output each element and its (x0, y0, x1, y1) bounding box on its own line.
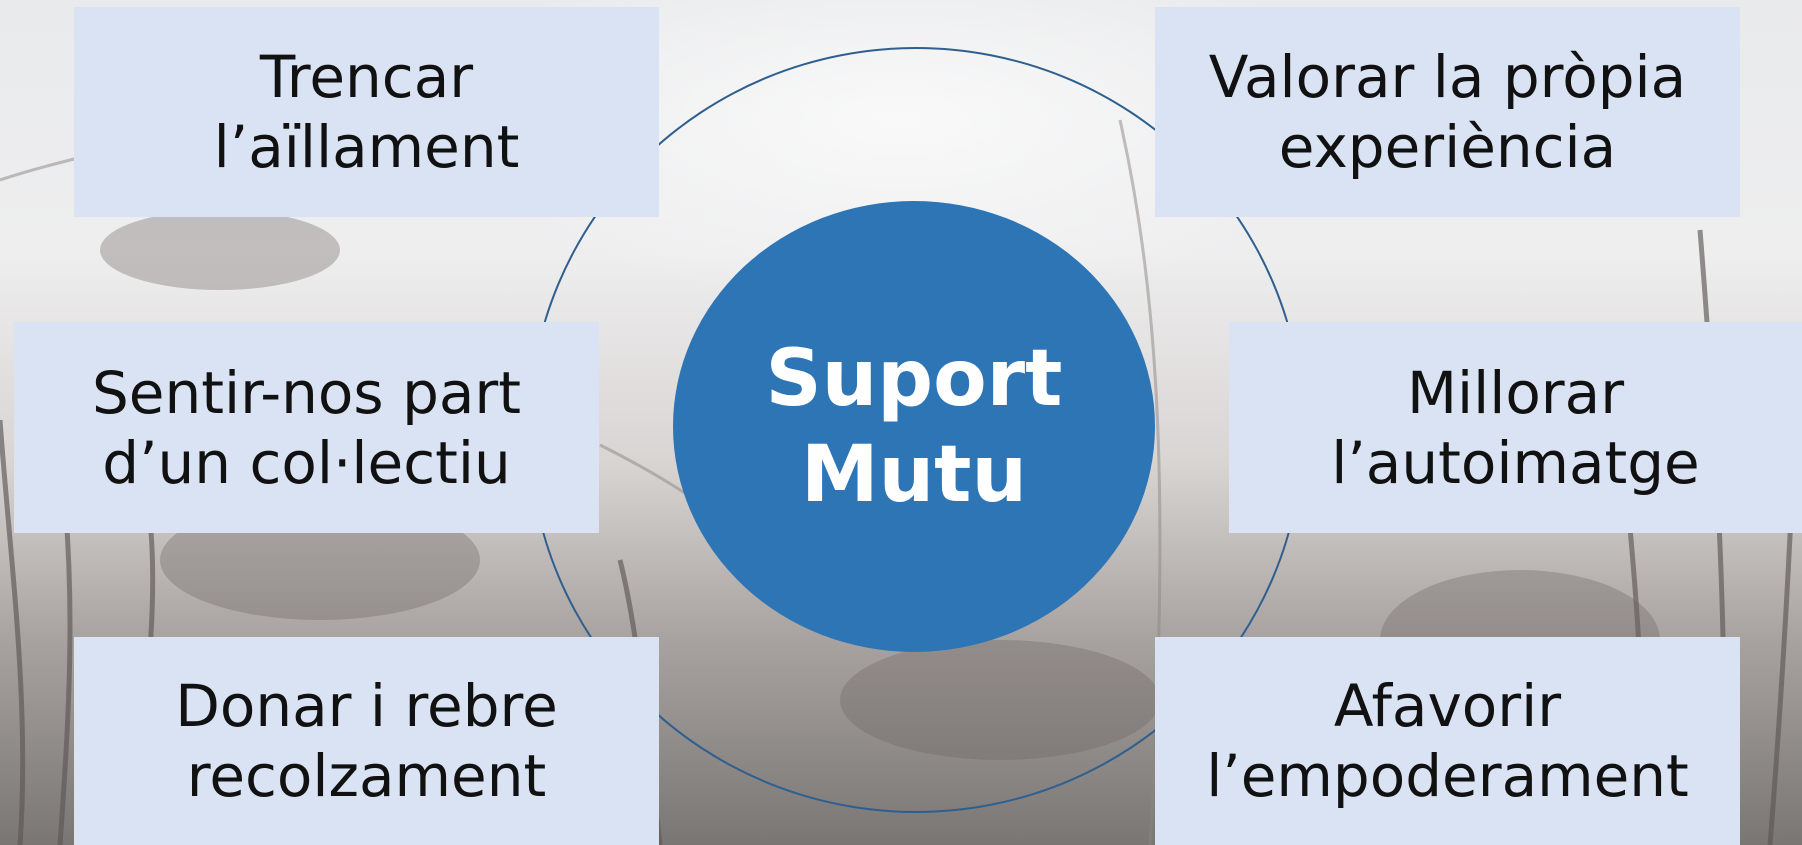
item-box-sentir-nos-part: Sentir-nos part d’un col·lectiu (14, 322, 599, 533)
center-title-line1: Suport (765, 333, 1063, 424)
item-box-donar-rebre: Donar i rebre recolzament (74, 637, 659, 845)
item-label-line2: l’aïllament (213, 113, 520, 181)
center-title-line2: Mutu (801, 429, 1027, 520)
item-label-line2: l’empoderament (1206, 742, 1689, 810)
item-label-line1: Afavorir (1333, 672, 1562, 740)
item-label-line2: l’autoimatge (1331, 428, 1700, 497)
item-box-millorar-autoimatge: Millorar l’autoimatge (1229, 322, 1802, 533)
item-label-line2: experiència (1278, 113, 1617, 181)
item-label-line1: Donar i rebre (175, 672, 558, 740)
item-box-afavorir-empoderament: Afavorir l’empoderament (1155, 637, 1740, 845)
item-label-line1: Valorar la pròpia (1208, 43, 1687, 111)
item-label-line2: recolzament (186, 742, 547, 810)
item-label-line1: Sentir-nos part (91, 358, 522, 427)
item-label-line1: Trencar (259, 43, 474, 111)
item-box-trencar-aillament: Trencar l’aïllament (74, 7, 659, 217)
item-label-line1: Millorar (1406, 358, 1625, 427)
item-label-line2: d’un col·lectiu (102, 428, 511, 497)
center-circle: Suport Mutu (673, 201, 1155, 652)
item-box-valorar-experiencia: Valorar la pròpia experiència (1155, 7, 1740, 217)
